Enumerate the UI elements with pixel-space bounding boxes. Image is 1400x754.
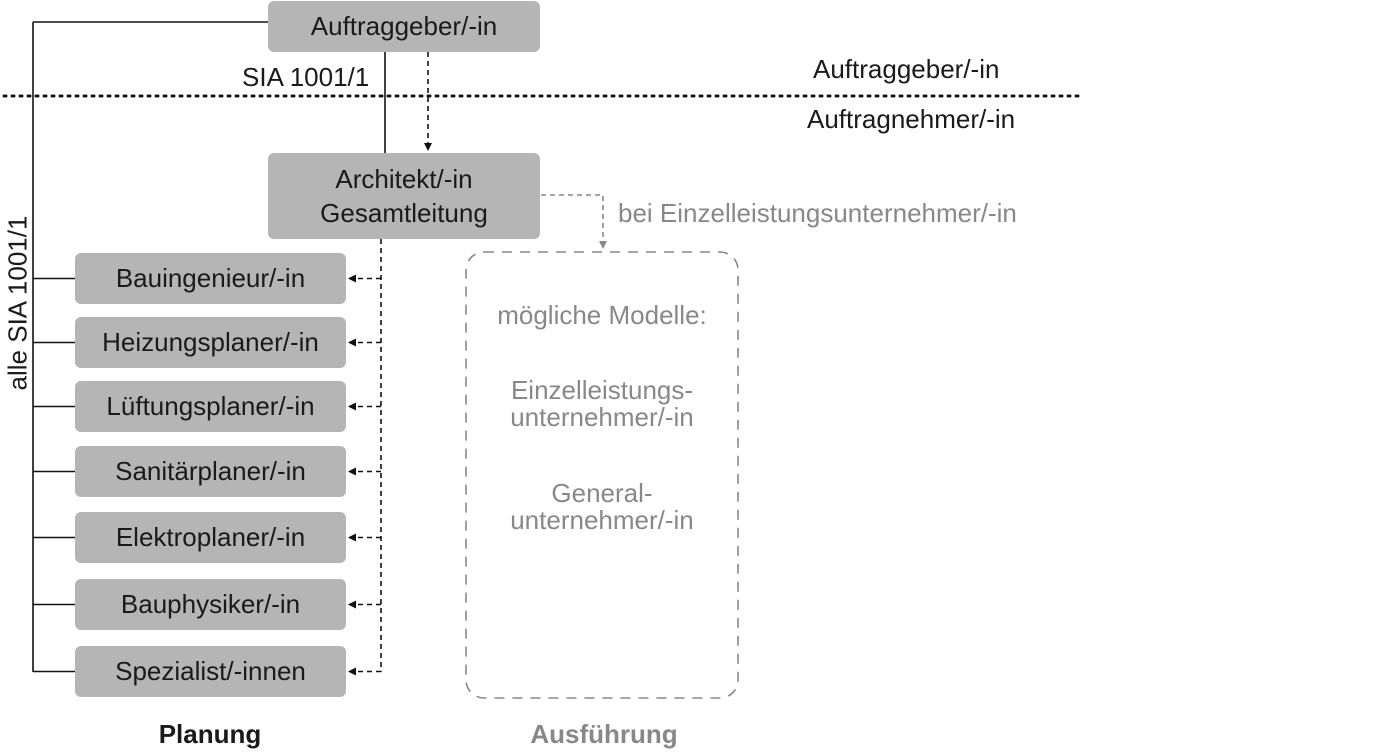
contract-label: SIA 1001/1 [242, 62, 370, 92]
side-client-label: Auftraggeber/-in [813, 54, 1000, 84]
model-1-line1: Einzelleistungs- [510, 375, 694, 405]
planner-label: Elektroplaner/-in [115, 522, 306, 552]
planner-box: Lüftungsplaner/-in [75, 381, 346, 432]
planner-label: Heizungsplaner/-in [102, 327, 319, 357]
planner-box: Elektroplaner/-in [75, 512, 346, 563]
planner-box: Bauphysiker/-in [75, 579, 346, 630]
model-2: General- unternehmer/-in [510, 480, 694, 534]
client-box: Auftraggeber/-in [268, 1, 540, 52]
models-title: mögliche Modelle: [497, 300, 707, 330]
column-execution-label: Ausführung [530, 719, 678, 749]
side-contractor-label: Auftragnehmer/-in [807, 104, 1016, 134]
branch-label: bei Einzelleistungsunternehmer/-in [618, 198, 1017, 228]
architect-box: Architekt/-in Gesamtleitung [268, 153, 540, 239]
vertical-label: alle SIA 1001/1 [2, 215, 33, 391]
client-box-label: Auftraggeber/-in [310, 11, 498, 41]
branch-arrow [541, 194, 607, 249]
planner-box: Bauingenieur/-in [75, 253, 346, 304]
planner-label: Bauingenieur/-in [115, 263, 306, 293]
model-1: Einzelleistungs- unternehmer/-in [510, 377, 694, 431]
architect-line2: Gesamtleitung [320, 198, 488, 228]
models-container [465, 251, 739, 699]
planner-label: Lüftungsplaner/-in [106, 391, 315, 421]
planner-label: Spezialist/-innen [115, 656, 306, 686]
planner-box: Spezialist/-innen [75, 646, 346, 697]
planner-label: Bauphysiker/-in [120, 589, 301, 619]
planner-box: Heizungsplaner/-in [75, 317, 346, 368]
planner-label: Sanitärplaner/-in [115, 456, 306, 486]
model-2-line1: General- [551, 478, 653, 508]
model-2-line2: unternehmer/-in [510, 505, 694, 535]
column-planning-label: Planung [158, 719, 262, 749]
architect-line1: Architekt/-in [335, 164, 473, 194]
planner-box: Sanitärplaner/-in [75, 446, 346, 497]
model-1-line2: unternehmer/-in [510, 402, 694, 432]
